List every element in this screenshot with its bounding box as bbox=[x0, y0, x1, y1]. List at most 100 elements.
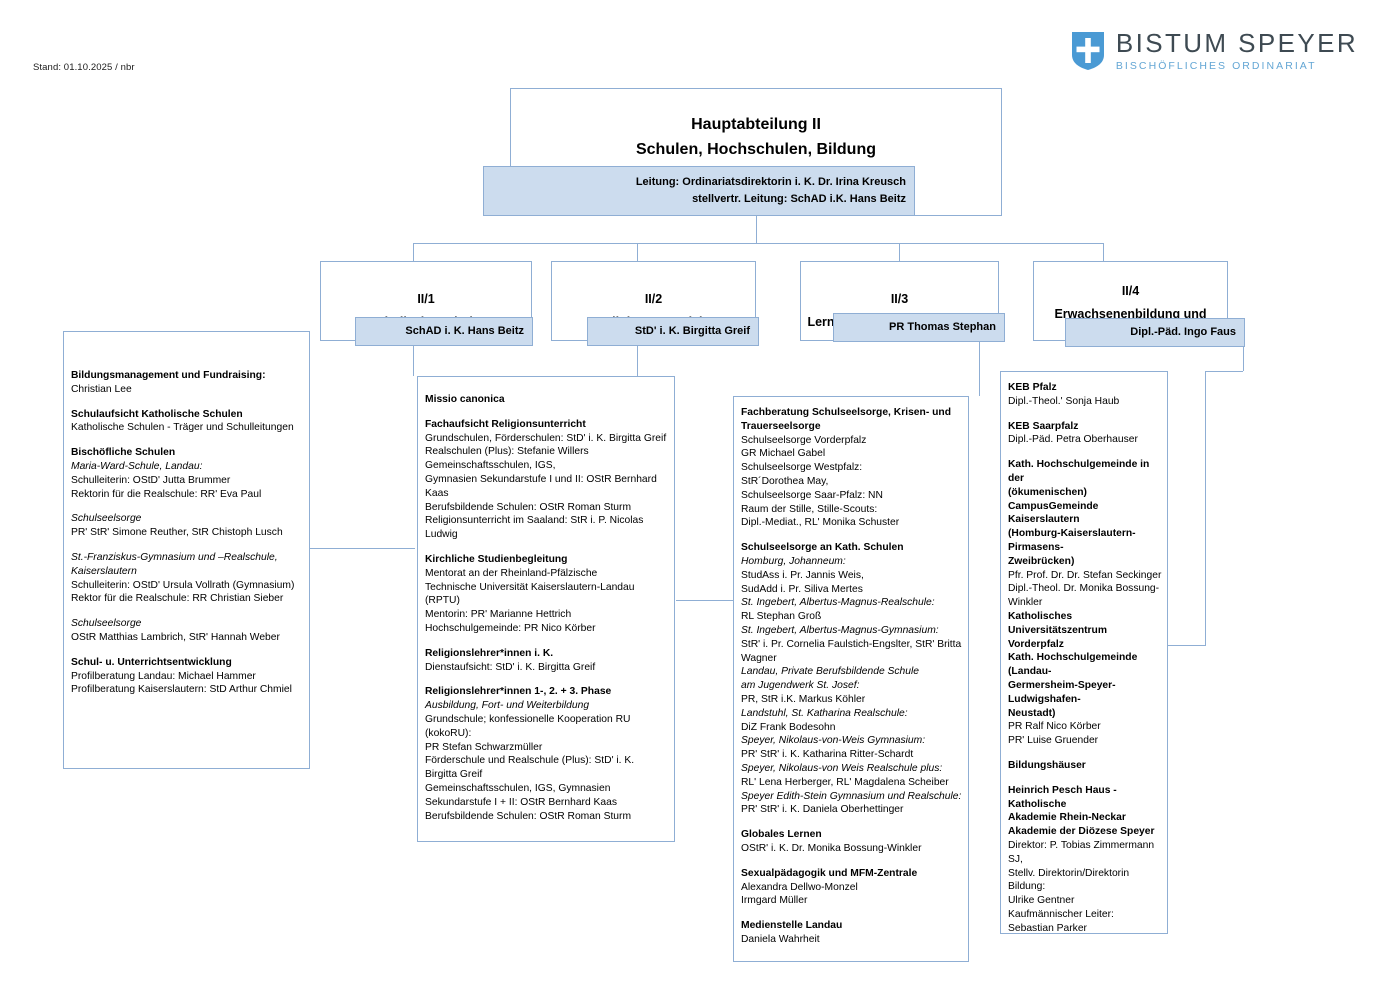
content-subheading: Schulseelsorge bbox=[71, 513, 142, 525]
content-line: Mentorat an der Rheinland-Pfälzische bbox=[425, 567, 598, 579]
content-line: Profilberatung Kaiserslautern: StD Arthu… bbox=[71, 684, 292, 696]
content-heading: Medienstelle Landau bbox=[741, 920, 843, 932]
content-heading: KEB Saarpfalz bbox=[1008, 420, 1079, 432]
content-line: Profilberatung Landau: Michael Hammer bbox=[71, 670, 256, 682]
content-line: StR´Dorothea May, bbox=[741, 475, 829, 487]
content-subheading: St.-Franziskus-Gymnasium und –Realschule… bbox=[71, 551, 278, 563]
content-heading: Katholisches Universitätszentrum bbox=[1008, 610, 1107, 636]
content-line: Schulseelsorge Westpfalz: bbox=[741, 462, 863, 474]
main-leadership-box: Leitung: Ordinariatsdirektorin i. K. Dr.… bbox=[483, 166, 915, 216]
department-lead-ii4: Dipl.-Päd. Ingo Faus bbox=[1065, 318, 1245, 347]
content-block: St.-Franziskus-Gymnasium und –Realschule… bbox=[71, 551, 304, 606]
content-panel-ii1: Bildungsmanagement und Fundraising: Chri… bbox=[63, 331, 310, 769]
content-heading: Kirchliche Studienbegleitung bbox=[425, 553, 568, 565]
content-heading: Schul- u. Unterrichtsentwicklung bbox=[71, 656, 232, 668]
content-line: Sekundarstufe I + II: OStR Bernhard Kaas bbox=[425, 796, 618, 808]
content-line: DiZ Frank Bodesohn bbox=[741, 721, 836, 733]
content-heading: Trauerseelsorge bbox=[741, 420, 821, 432]
content-heading: Vorderpfalz bbox=[1008, 638, 1064, 650]
content-line: Berufsbildende Schulen: OStR Roman Sturm bbox=[425, 501, 632, 513]
content-heading: Germersheim-Speyer-Ludwigshafen- bbox=[1008, 679, 1116, 705]
content-subheading: Ausbildung, Fort- und Weiterbildung bbox=[425, 700, 590, 712]
content-block: Bildungsmanagement und Fundraising: Chri… bbox=[71, 369, 304, 397]
content-line: Schulseelsorge Saar-Pfalz: NN bbox=[741, 489, 883, 501]
content-block: Religionslehrer*innen i. K.Dienstaufsich… bbox=[425, 647, 669, 675]
content-panel-ii3: Fachberatung Schulseelsorge, Krisen- und… bbox=[733, 396, 969, 962]
content-line: Direktor: P. Tobias Zimmermann SJ, bbox=[1008, 839, 1155, 865]
department-lead-name-ii4: Dipl.-Päd. Ingo Faus bbox=[1130, 326, 1236, 338]
content-line: Stellv. Direktorin/Direktorin Bildung: bbox=[1008, 867, 1130, 893]
connector-lead4-down bbox=[1243, 341, 1244, 371]
content-heading: Fachaufsicht Religionsunterricht bbox=[425, 418, 586, 430]
connector-lead3-down bbox=[979, 341, 980, 396]
content-subheading: Homburg, Johanneum: bbox=[741, 555, 846, 567]
content-line: Raum der Stille, Stille-Scouts: bbox=[741, 503, 878, 515]
department-lead-name-ii1: SchAD i. K. Hans Beitz bbox=[405, 325, 524, 337]
content-heading: Missio canonica bbox=[425, 394, 505, 405]
connector-bus-horizontal bbox=[413, 243, 1103, 244]
content-label: Bildungsmanagement und Fundraising: bbox=[71, 370, 266, 381]
content-line: Schulleiterin: OStD' Jutta Brummer bbox=[71, 474, 231, 486]
content-line: Mentorin: PR' Marianne Hettrich bbox=[425, 609, 572, 621]
content-line: PR Stefan Schwarzmüller bbox=[425, 741, 543, 753]
content-line: StR' i. Pr. Cornelia Faulstich-Engslter,… bbox=[741, 638, 962, 650]
content-line: Dipl.-Mediat., RL' Monika Schuster bbox=[741, 517, 900, 529]
connector-panel2-hook bbox=[676, 600, 781, 601]
content-block: Kath. Hochschulgemeinde in der(ökumenisc… bbox=[1008, 458, 1162, 748]
content-line: PR' StR' i. K. Daniela Oberhettinger bbox=[741, 804, 904, 816]
content-subheading: Speyer, Nikolaus-von Weis Realschule plu… bbox=[741, 762, 943, 774]
content-line: PR, StR i.K. Markus Köhler bbox=[741, 693, 866, 705]
content-subheading: Speyer, Nikolaus-von-Weis Gymnasium: bbox=[741, 735, 926, 747]
content-heading: Schulseelsorge an Kath. Schulen bbox=[741, 542, 904, 554]
content-line: Gemeinschaftsschulen, IGS, bbox=[425, 460, 556, 472]
connector-lead2-down bbox=[637, 341, 638, 376]
content-heading: Bischöfliche Schulen bbox=[71, 447, 176, 459]
content-heading: Kaiserslautern bbox=[1008, 514, 1080, 526]
logo-wordmark-main: BISTUM SPEYER bbox=[1115, 28, 1358, 58]
content-block: Bildungshäuser bbox=[1008, 759, 1162, 773]
logo-wordmark: BISTUM SPEYER BISCHÖFLICHES ORDINARIAT bbox=[1116, 30, 1358, 72]
content-line: PR' StR' Simone Reuther, StR Chistoph Lu… bbox=[71, 527, 283, 539]
content-line: StudAss i. Pr. Jannis Weis, bbox=[741, 569, 864, 581]
content-value: Christian Lee bbox=[71, 383, 132, 395]
content-heading: Fachberatung Schulseelsorge, Krisen- und bbox=[741, 407, 951, 418]
main-leadership-line1: Leitung: Ordinariatsdirektorin i. K. Dr.… bbox=[635, 176, 906, 188]
content-line: Daniela Wahrheit bbox=[741, 933, 820, 945]
content-line: RL Stephan Groß bbox=[741, 611, 822, 623]
content-line: Förderschule und Realschule (Plus): StD'… bbox=[425, 755, 635, 781]
department-code-ii3: II/3 bbox=[890, 292, 909, 306]
department-code-ii4: II/4 bbox=[1121, 284, 1140, 298]
department-code-ii2: II/2 bbox=[644, 292, 663, 306]
content-subheading: Landau, Private Berufsbildende Schule bbox=[741, 666, 920, 678]
content-line: Kaufmännischer Leiter: Sebastian Parker bbox=[1008, 908, 1114, 934]
content-line: Religionsunterricht im Saaland: StR i. P… bbox=[425, 515, 644, 541]
content-line: SudAdd i. Pr. Siliva Mertes bbox=[741, 583, 863, 595]
content-line: Schulleiterin: OStD' Ursula Vollrath (Gy… bbox=[71, 579, 295, 591]
content-heading: Schulaufsicht Katholische Schulen bbox=[71, 408, 243, 420]
content-heading: Heinrich Pesch Haus - Katholische bbox=[1008, 784, 1117, 810]
content-line: Technische Universität Kaiserslautern-La… bbox=[425, 581, 635, 607]
department-name-ii4-l1: Erwachsenenbildung und bbox=[1054, 307, 1207, 322]
content-line: PR' StR' i. K. Katharina Ritter-Schardt bbox=[741, 749, 914, 761]
content-line: Katholische Schulen - Träger und Schulle… bbox=[71, 422, 294, 434]
department-lead-name-ii2: StD' i. K. Birgitta Greif bbox=[634, 325, 750, 337]
content-line: Berufsbildende Schulen: OStR Roman Sturm bbox=[425, 810, 632, 822]
content-body-ii1: Bildungsmanagement und Fundraising: Chri… bbox=[71, 369, 304, 697]
connector-lead1-down bbox=[413, 341, 414, 376]
content-heading: Kath. Hochschulgemeinde in der bbox=[1008, 459, 1150, 484]
main-title-line1: Hauptabteilung II bbox=[691, 116, 821, 133]
content-line: Grundschule; konfessionelle Kooperation … bbox=[425, 713, 631, 739]
content-line: Schulseelsorge Vorderpfalz bbox=[741, 434, 867, 446]
content-line: Rektorin für die Realschule: RR' Eva Pau… bbox=[71, 488, 262, 500]
content-line: Realschulen (Plus): Stefanie Willers bbox=[425, 446, 589, 458]
